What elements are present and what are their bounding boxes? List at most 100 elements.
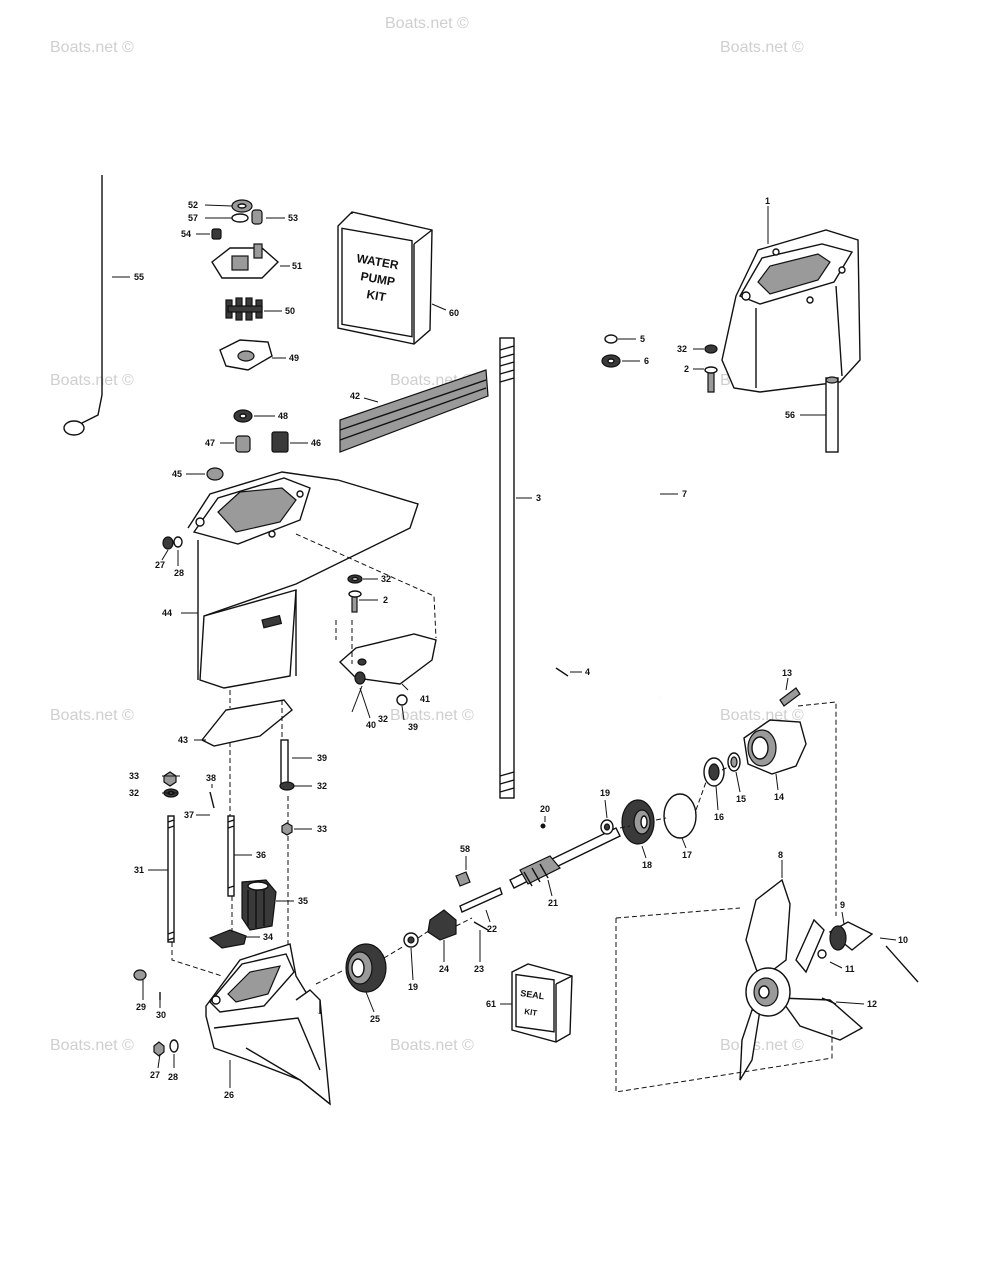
callout-33-left: 33 bbox=[129, 771, 139, 781]
callout-43: 43 bbox=[178, 735, 188, 745]
callout-57: 57 bbox=[188, 213, 198, 223]
forward-gear-part bbox=[345, 943, 387, 993]
gasket-part bbox=[200, 699, 293, 747]
watermark: Boats.net © bbox=[720, 39, 804, 56]
exhaust-housing-part bbox=[704, 229, 861, 453]
trim-tab-part bbox=[338, 633, 437, 706]
callout-31: 31 bbox=[134, 865, 144, 875]
water-pump-stack bbox=[206, 199, 289, 481]
pinion-gear-part bbox=[241, 879, 277, 931]
callout-32: 32 bbox=[317, 781, 327, 791]
callout-5: 5 bbox=[640, 334, 645, 344]
callout-50: 50 bbox=[285, 306, 295, 316]
callout-32-upper-right: 32 bbox=[677, 344, 687, 354]
drive-shaft-part bbox=[499, 337, 515, 799]
callout-49: 49 bbox=[289, 353, 299, 363]
callout-25: 25 bbox=[370, 1014, 380, 1024]
watermark: Boats.net © bbox=[390, 707, 474, 724]
callout-12: 12 bbox=[867, 999, 877, 1009]
callout-19-right: 19 bbox=[600, 788, 610, 798]
callout-labels: 55 52 57 53 54 51 50 49 48 47 46 45 60 4… bbox=[129, 196, 908, 1100]
callout-16: 16 bbox=[714, 812, 724, 822]
callout-41: 41 bbox=[420, 694, 430, 704]
watermark: Boats.net © bbox=[390, 1037, 474, 1054]
callout-29: 29 bbox=[136, 1002, 146, 1012]
callout-24: 24 bbox=[439, 964, 449, 974]
watermark: Boats.net © bbox=[385, 15, 469, 32]
gear-housing-part bbox=[205, 943, 331, 1106]
gearcase-housing-part bbox=[162, 471, 419, 689]
callout-44: 44 bbox=[162, 608, 172, 618]
watermark: Boats.net © bbox=[50, 1037, 134, 1054]
callout-2-mid: 2 bbox=[383, 595, 388, 605]
seal-kit-box: SEAL KIT bbox=[511, 963, 573, 1043]
callout-27-upper: 27 bbox=[155, 560, 165, 570]
callout-14: 14 bbox=[774, 792, 784, 802]
callout-56: 56 bbox=[785, 410, 795, 420]
callout-53: 53 bbox=[288, 213, 298, 223]
strip-part bbox=[339, 369, 489, 453]
callout-17: 17 bbox=[682, 850, 692, 860]
callout-27-lower: 27 bbox=[150, 1070, 160, 1080]
callout-23: 23 bbox=[474, 964, 484, 974]
shift-rod-part bbox=[63, 175, 103, 436]
callout-52: 52 bbox=[188, 200, 198, 210]
callout-40: 40 bbox=[366, 720, 376, 730]
callout-39-tab: 39 bbox=[408, 722, 418, 732]
propeller-part bbox=[739, 878, 864, 1081]
callout-22: 22 bbox=[487, 924, 497, 934]
callout-4: 4 bbox=[585, 667, 590, 677]
callout-2-upper-right: 2 bbox=[684, 364, 689, 374]
callout-32-left: 32 bbox=[129, 788, 139, 798]
callout-8: 8 bbox=[778, 850, 783, 860]
callout-20: 20 bbox=[540, 804, 550, 814]
callout-13: 13 bbox=[782, 668, 792, 678]
callout-48: 48 bbox=[278, 411, 288, 421]
callout-1: 1 bbox=[765, 196, 770, 206]
watermark: Boats.net © bbox=[50, 372, 134, 389]
shift-rod-right-part bbox=[601, 334, 663, 699]
callout-37: 37 bbox=[184, 810, 194, 820]
water-pump-kit-box: WATER PUMP KIT bbox=[337, 211, 433, 345]
callout-11: 11 bbox=[845, 964, 855, 974]
leader-lines bbox=[112, 204, 897, 1088]
watermark: Boats.net © bbox=[720, 1037, 804, 1054]
callout-61: 61 bbox=[486, 999, 496, 1009]
callout-55: 55 bbox=[134, 272, 144, 282]
callout-32-tab: 32 bbox=[378, 714, 388, 724]
callout-54: 54 bbox=[181, 229, 191, 239]
callout-51: 51 bbox=[292, 261, 302, 271]
watermarks: Boats.net © Boats.net © Boats.net © Boat… bbox=[50, 15, 804, 1054]
callout-45: 45 bbox=[172, 469, 182, 479]
watermark: Boats.net © bbox=[50, 39, 134, 56]
bearing-carrier-part bbox=[743, 719, 807, 775]
callout-46: 46 bbox=[311, 438, 321, 448]
callout-32-mid: 32 bbox=[381, 574, 391, 584]
part-drawings: WATER PUMP KIT bbox=[63, 175, 919, 1106]
watermark: Boats.net © bbox=[720, 707, 804, 724]
callout-42: 42 bbox=[350, 391, 360, 401]
callout-26: 26 bbox=[224, 1090, 234, 1100]
callout-6: 6 bbox=[644, 356, 649, 366]
callout-21: 21 bbox=[548, 898, 558, 908]
callout-3: 3 bbox=[536, 493, 541, 503]
assembly-lines bbox=[171, 533, 837, 1093]
callout-30: 30 bbox=[156, 1010, 166, 1020]
callout-60: 60 bbox=[449, 308, 459, 318]
callout-18: 18 bbox=[642, 860, 652, 870]
callout-7: 7 bbox=[682, 489, 687, 499]
watermark: Boats.net © bbox=[50, 707, 134, 724]
reverse-gear-part bbox=[621, 799, 655, 845]
callout-9: 9 bbox=[840, 900, 845, 910]
callout-33: 33 bbox=[317, 824, 327, 834]
water-pump-kit-line2: PUMP bbox=[359, 269, 396, 289]
callout-58: 58 bbox=[460, 844, 470, 854]
callout-35: 35 bbox=[298, 896, 308, 906]
callout-28-lower: 28 bbox=[168, 1072, 178, 1082]
seal-kit-line2: KIT bbox=[524, 1007, 538, 1018]
callout-47: 47 bbox=[205, 438, 215, 448]
callout-28-upper: 28 bbox=[174, 568, 184, 578]
callout-10: 10 bbox=[898, 935, 908, 945]
callout-34: 34 bbox=[263, 932, 273, 942]
